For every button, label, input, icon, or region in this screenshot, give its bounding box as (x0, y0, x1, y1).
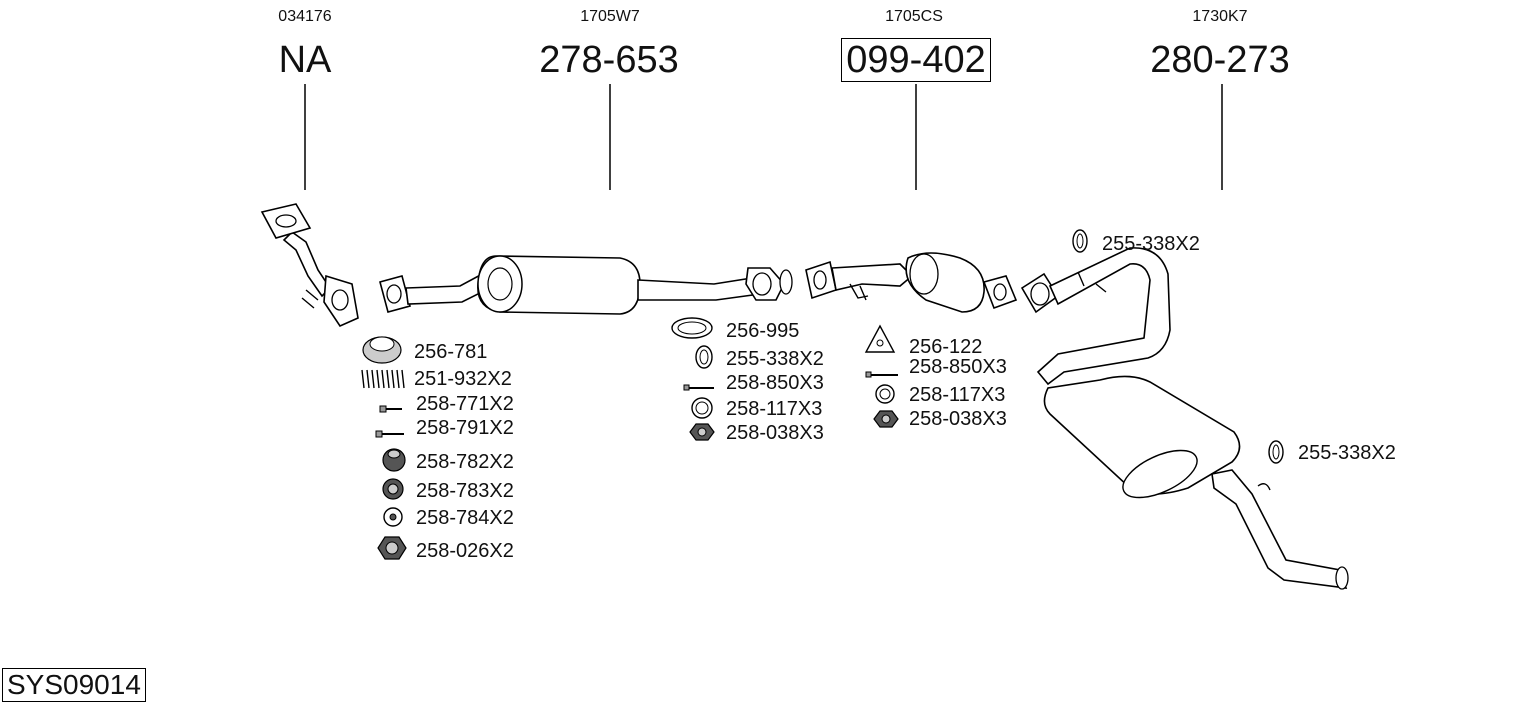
fitting-label[interactable]: 251-932X2 (414, 368, 512, 390)
washer-icon (383, 507, 403, 527)
supplier-code-front-silencer: 1705W7 (580, 8, 640, 25)
supplier-code-downpipe: 034176 (278, 8, 332, 25)
bolt-icon (379, 405, 402, 413)
fitting-label[interactable]: 258-038X3 (909, 408, 1007, 430)
nut-icon (377, 536, 407, 560)
part-number-catalyst[interactable]: 099-402 (796, 38, 1036, 82)
triangle-gasket-icon (864, 324, 896, 353)
system-id-badge: SYS09014 (2, 668, 146, 702)
bolt-icon (865, 371, 898, 378)
fitting-label[interactable]: 255-338X2 (1298, 442, 1396, 464)
fitting-label[interactable]: 258-117X3 (726, 398, 823, 420)
fitting-label[interactable]: 255-338X2 (1102, 233, 1200, 255)
rear-silencer-drawing[interactable] (1020, 247, 1349, 590)
gasket-icon (671, 317, 713, 339)
fitting-label[interactable]: 258-791X2 (416, 417, 514, 439)
fitting-label[interactable]: 258-784X2 (416, 507, 514, 529)
fitting-label[interactable]: 258-782X2 (416, 451, 514, 473)
spring-icon (361, 369, 405, 389)
fitting-label[interactable]: 258-117X3 (909, 384, 1006, 406)
bolt-icon (683, 384, 714, 391)
washer-icon (875, 384, 895, 404)
hanger-ring-icon (1072, 229, 1088, 253)
nut-icon (689, 423, 715, 441)
fitting-label[interactable]: 255-338X2 (726, 348, 824, 370)
front-silencer-drawing[interactable] (379, 255, 793, 315)
fitting-label[interactable]: 256-781 (414, 341, 488, 363)
fitting-label[interactable]: 256-122 (909, 336, 983, 358)
fitting-label[interactable]: 258-771X2 (416, 393, 514, 415)
fitting-label[interactable]: 258-026X2 (416, 540, 514, 562)
downpipe-drawing[interactable] (260, 203, 359, 328)
fitting-label[interactable]: 258-038X3 (726, 422, 824, 444)
fitting-label[interactable]: 258-850X3 (726, 372, 824, 394)
fitting-label[interactable]: 256-995 (726, 320, 800, 342)
washer-icon (691, 397, 713, 419)
part-number-front-silencer[interactable]: 278-653 (539, 39, 679, 81)
supplier-code-rear-silencer: 1730K7 (1192, 8, 1248, 25)
part-number-rear-silencer[interactable]: 280-273 (1150, 39, 1290, 81)
fitting-label[interactable]: 258-783X2 (416, 480, 514, 502)
bolt-icon (375, 430, 404, 438)
supplier-code-catalyst: 1705CS (885, 8, 943, 25)
hanger-ring-icon (1268, 440, 1284, 464)
catalyst-drawing[interactable] (805, 252, 1018, 313)
gasket-icon (362, 336, 402, 364)
washer-icon (382, 478, 404, 500)
hanger-ring-icon (695, 345, 713, 369)
part-number-downpipe[interactable]: NA (278, 39, 332, 81)
nut-icon (873, 410, 899, 428)
rubber-mount-icon (382, 448, 406, 472)
fitting-label[interactable]: 258-850X3 (909, 356, 1007, 378)
